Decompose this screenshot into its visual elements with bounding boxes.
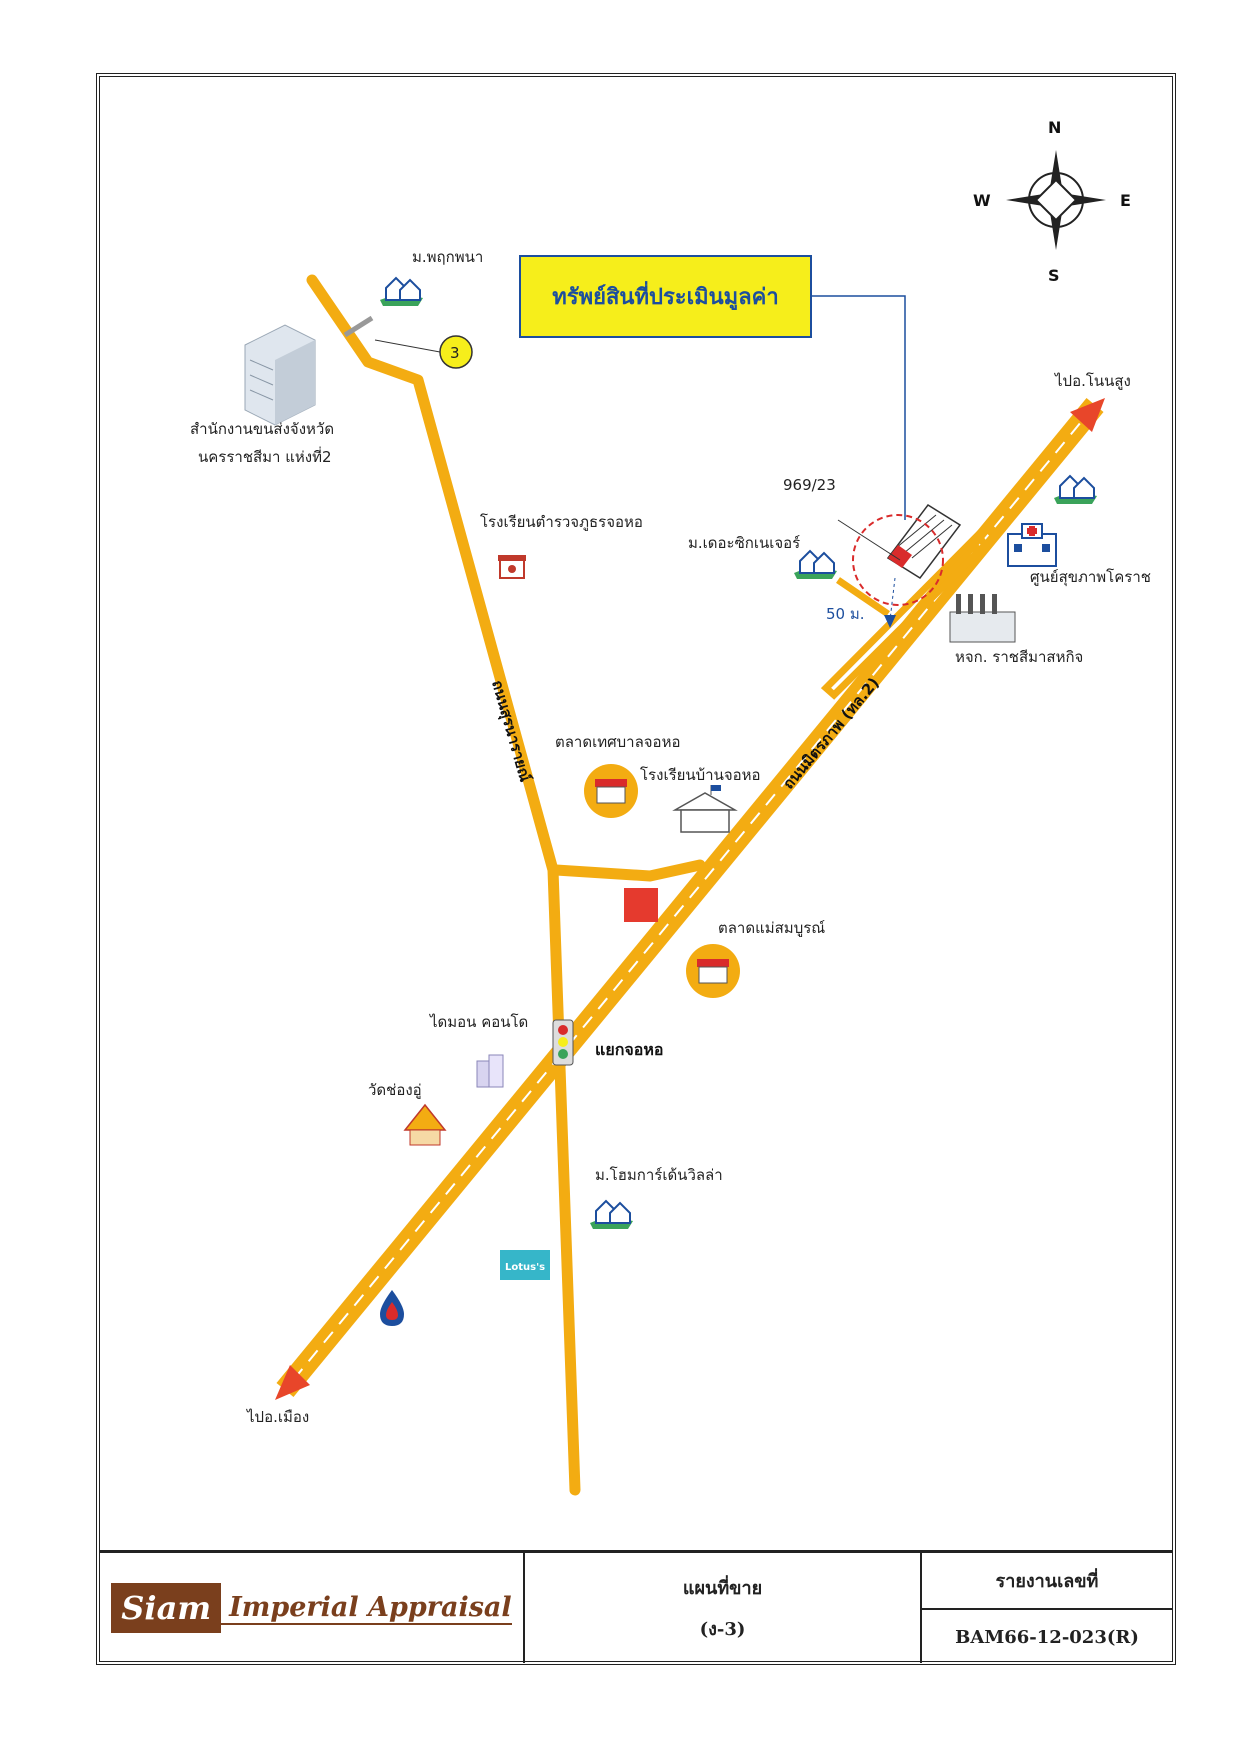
compass-west: W	[973, 191, 991, 210]
compass-north: N	[1048, 118, 1061, 137]
traffic-light-icon	[552, 1019, 574, 1066]
compass-east: E	[1120, 191, 1131, 210]
soi-stub	[343, 315, 374, 338]
route-marker	[439, 335, 473, 369]
factory-icon	[949, 594, 1016, 643]
convenience-store-icon	[624, 888, 658, 922]
footer: Siam Imperial Appraisal แผนที่ขาย (ง-3) …	[100, 1550, 1172, 1663]
gas-station-icon	[380, 1290, 404, 1326]
route-number: 3	[450, 344, 460, 362]
house-icon-signature	[794, 549, 837, 579]
label-municipal-market: ตลาดเทศบาลจอหอ	[555, 733, 680, 751]
label-to-non-sung: ไปอ.โนนสูง	[1054, 372, 1131, 390]
temple-icon	[403, 1103, 447, 1146]
label-mae-somboon-market: ตลาดแม่สมบูรณ์	[718, 919, 825, 937]
hospital-icon	[1007, 523, 1057, 567]
label-road-suranarai: ถนนสุรนารายณ์	[487, 678, 534, 784]
compass-icon	[1006, 150, 1106, 250]
label-factory: หจก. ราชสีมาสหกิจ	[955, 648, 1083, 666]
label-village-home-garden: ม.โฮมการ์เด้นวิลล่า	[595, 1166, 723, 1184]
subject-title-box: ทรัพย์สินที่ประเมินมูลค่า	[519, 255, 812, 338]
map-type: แผนที่ขาย	[682, 1578, 763, 1599]
lotus-label: Lotus's	[505, 1262, 545, 1273]
access-road	[820, 529, 990, 700]
road-suranarai-line	[306, 274, 706, 1496]
logo-text: Imperial Appraisal	[221, 1592, 512, 1625]
map-frame	[96, 73, 1176, 1665]
arrow-to-non-sung	[1070, 398, 1105, 432]
report-number: BAM66-12-023(R)	[955, 1627, 1139, 1648]
house-icon-pruekphana	[380, 276, 423, 306]
label-ban-cho-ho-school: โรงเรียนบ้านจอหอ	[640, 766, 761, 784]
house-icon-home-garden	[590, 1199, 633, 1229]
arrow-to-mueang	[275, 1365, 310, 1400]
condo-icon	[476, 1054, 504, 1088]
map-code: (ง-3)	[699, 1619, 746, 1640]
school-icon	[672, 785, 738, 833]
label-village-signature: ม.เดอะซิกเนเจอร์	[688, 534, 800, 552]
subject-property	[837, 503, 962, 628]
label-diamond-condo: ไดมอน คอนโด	[429, 1013, 528, 1031]
label-transport-office-2: นครราชสีมา แห่งที่2	[198, 446, 332, 466]
report-cell: รายงานเลขที่ BAM66-12-023(R)	[922, 1553, 1172, 1663]
label-intersection: แยกจอหอ	[595, 1040, 664, 1059]
market-icon-mae-somboon	[686, 944, 740, 998]
house-icon-east	[1054, 474, 1097, 504]
map-type-cell: แผนที่ขาย (ง-3)	[525, 1553, 922, 1663]
label-health-center: ศูนย์สุขภาพโคราช	[1030, 568, 1151, 587]
report-label: รายงานเลขที่	[922, 1553, 1172, 1610]
route-pointer	[374, 339, 441, 353]
compass-south: S	[1048, 266, 1060, 285]
label-village-pruekphana: ม.พฤกพนา	[412, 248, 483, 266]
label-wat-chong-u: วัดช่องอู่	[368, 1081, 422, 1099]
office-building-icon	[244, 324, 316, 426]
label-police-school: โรงเรียนตำรวจภูธรจอหอ	[480, 513, 643, 531]
title-callout-line	[812, 295, 906, 520]
police-school-icon	[498, 555, 526, 579]
logo-siam: Siam	[111, 1583, 222, 1633]
label-plot-number: 969/23	[783, 476, 836, 494]
label-transport-office-1: สำนักงานขนส่งจังหวัด	[190, 420, 334, 438]
label-to-mueang: ไปอ.เมือง	[246, 1408, 309, 1426]
company-logo: Siam Imperial Appraisal	[100, 1553, 525, 1663]
label-distance: 50 ม.	[826, 605, 865, 623]
market-icon-municipal	[584, 764, 638, 818]
lotus-store-icon: Lotus's	[500, 1250, 550, 1280]
